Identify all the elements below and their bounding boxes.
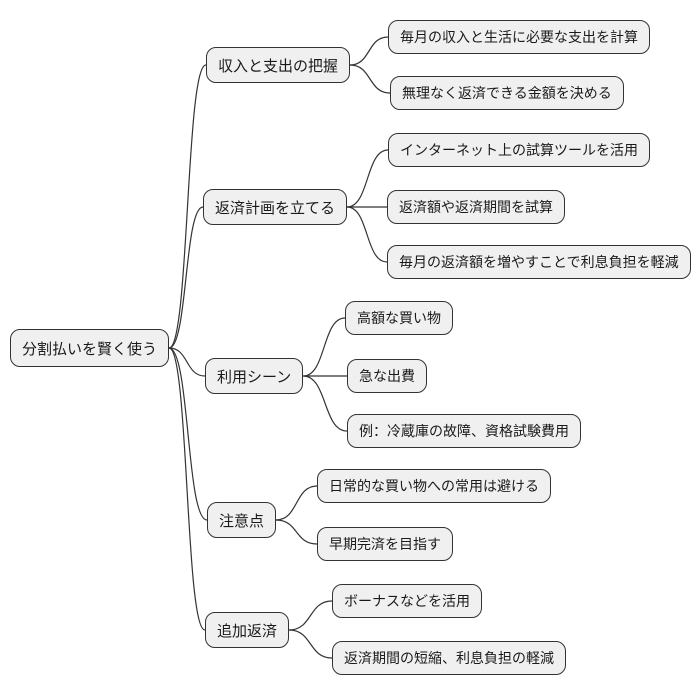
leaf-node: 返済期間の短縮、利息負担の軽減 [332,641,566,675]
leaf-node: インターネット上の試算ツールを活用 [388,133,650,167]
leaf-node: 無理なく返済できる金額を決める [390,76,624,110]
branch-node-cautions: 注意点 [207,502,277,538]
branch-node-usage-scene: 利用シーン [205,358,304,394]
leaf-node: ボーナスなどを活用 [332,584,482,618]
leaf-node: 例：冷蔵庫の故障、資格試験費用 [347,414,581,448]
root-node: 分割払いを賢く使う [10,329,170,367]
leaf-node: 返済額や返済期間を試算 [387,190,565,224]
leaf-node: 毎月の返済額を増やすことで利息負担を軽減 [387,245,691,279]
branch-node-income-expense: 収入と支出の把握 [206,47,351,83]
leaf-node: 早期完済を目指す [317,527,453,561]
leaf-node: 毎月の収入と生活に必要な支出を計算 [388,20,650,54]
branch-node-repayment-plan: 返済計画を立てる [203,189,348,225]
leaf-node: 急な出費 [347,359,427,393]
branch-node-extra-repayment: 追加返済 [205,612,290,648]
leaf-node: 高額な買い物 [345,301,453,335]
leaf-node: 日常的な買い物への常用は避ける [317,469,551,503]
